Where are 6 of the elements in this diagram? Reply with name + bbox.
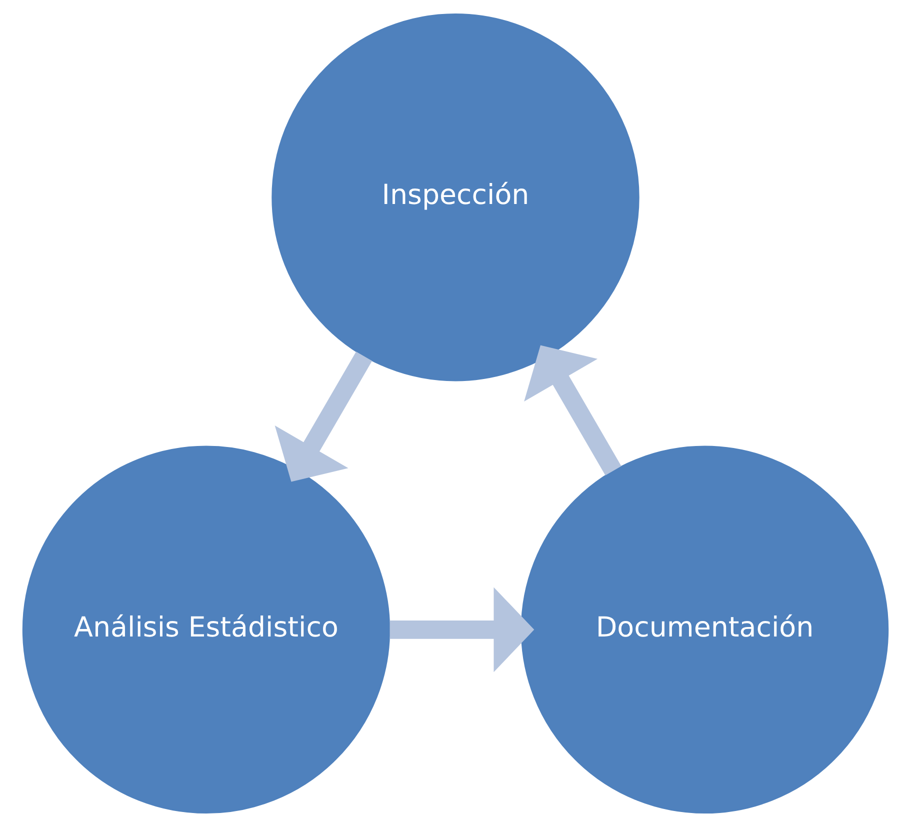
arrow (390, 587, 534, 672)
node-circle: Análisis Estádistico (22, 446, 390, 814)
node-circle: Inspección (272, 13, 640, 382)
arrow (274, 352, 372, 482)
node-circle: Documentación (520, 446, 889, 814)
arrow (524, 345, 622, 476)
